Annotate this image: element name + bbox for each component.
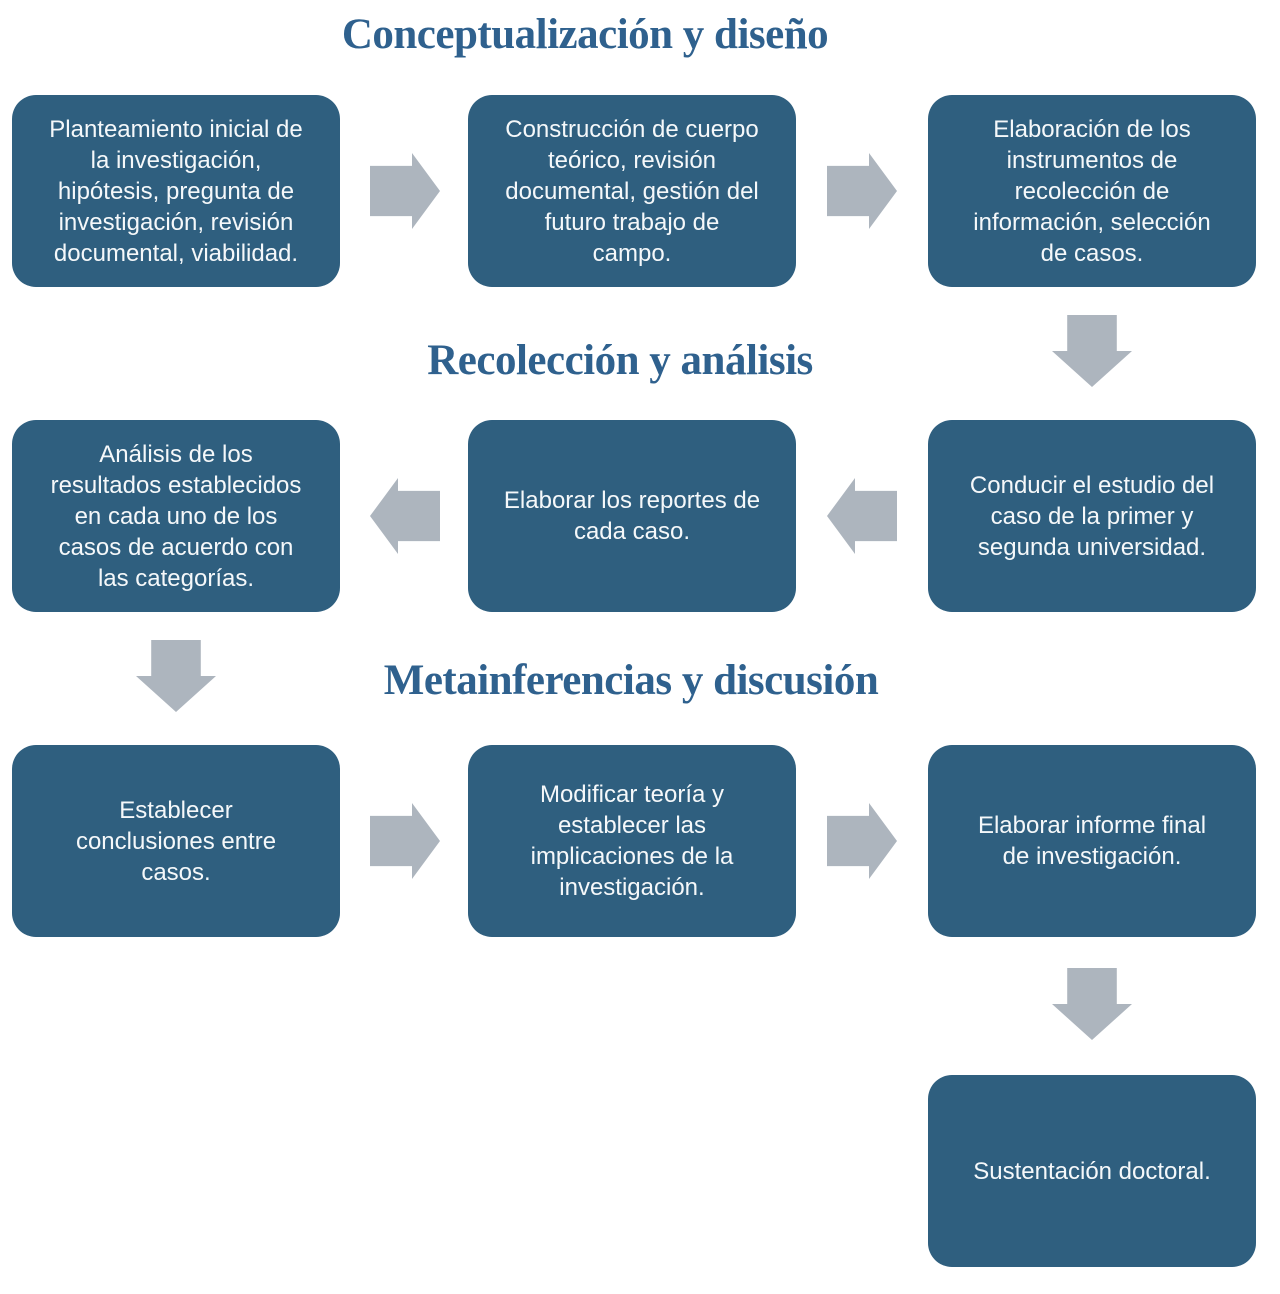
arrow-left-icon	[827, 478, 897, 554]
step-text-planteamiento: Planteamiento inicial de la investigació…	[49, 115, 303, 267]
step-box-planteamiento: Planteamiento inicial de la investigació…	[12, 95, 340, 287]
arrow-down-icon	[1052, 968, 1132, 1040]
arrow-down-icon	[1052, 315, 1132, 387]
step-text-analisis-resultados: Análisis de los resultados establecidos …	[50, 440, 302, 592]
step-box-analisis-resultados: Análisis de los resultados establecidos …	[12, 420, 340, 612]
section-title-conceptualizacion: Conceptualización y diseño	[341, 11, 829, 58]
step-box-modificar-teoria: Modificar teoría y establecer las implic…	[468, 745, 796, 937]
section-title-recoleccion: Recolección y análisis	[427, 337, 813, 384]
step-text-elaborar-informe: Elaborar informe final de investigación.	[977, 812, 1207, 870]
step-text-modificar-teoria: Modificar teoría y establecer las implic…	[530, 781, 734, 901]
step-text-construccion: Construcción de cuerpo teórico, revisión…	[505, 115, 759, 267]
arrow-down-icon	[136, 640, 216, 712]
step-text-elaborar-reportes: Elaborar los reportes de cada caso.	[503, 487, 761, 545]
arrow-right-icon	[827, 803, 897, 879]
step-box-elaboracion-instrumentos: Elaboración de los instrumentos de recol…	[928, 95, 1256, 287]
arrow-right-icon	[370, 153, 440, 229]
step-box-sustentacion: Sustentación doctoral.	[928, 1075, 1256, 1267]
arrow-left-icon	[370, 478, 440, 554]
step-box-construccion: Construcción de cuerpo teórico, revisión…	[468, 95, 796, 287]
step-box-conducir-estudio: Conducir el estudio del caso de la prime…	[928, 420, 1256, 612]
step-box-elaborar-informe: Elaborar informe final de investigación.	[928, 745, 1256, 937]
arrow-right-icon	[370, 803, 440, 879]
step-text-establecer-conclusiones: Establecer conclusiones entre casos.	[75, 796, 277, 886]
step-text-conducir-estudio: Conducir el estudio del caso de la prime…	[969, 471, 1215, 561]
step-box-establecer-conclusiones: Establecer conclusiones entre casos.	[12, 745, 340, 937]
step-text-elaboracion-instrumentos: Elaboración de los instrumentos de recol…	[973, 115, 1211, 267]
section-title-metainferencias: Metainferencias y discusión	[383, 657, 879, 704]
arrow-right-icon	[827, 153, 897, 229]
step-text-sustentacion: Sustentación doctoral.	[973, 1157, 1211, 1185]
step-box-elaborar-reportes: Elaborar los reportes de cada caso.	[468, 420, 796, 612]
